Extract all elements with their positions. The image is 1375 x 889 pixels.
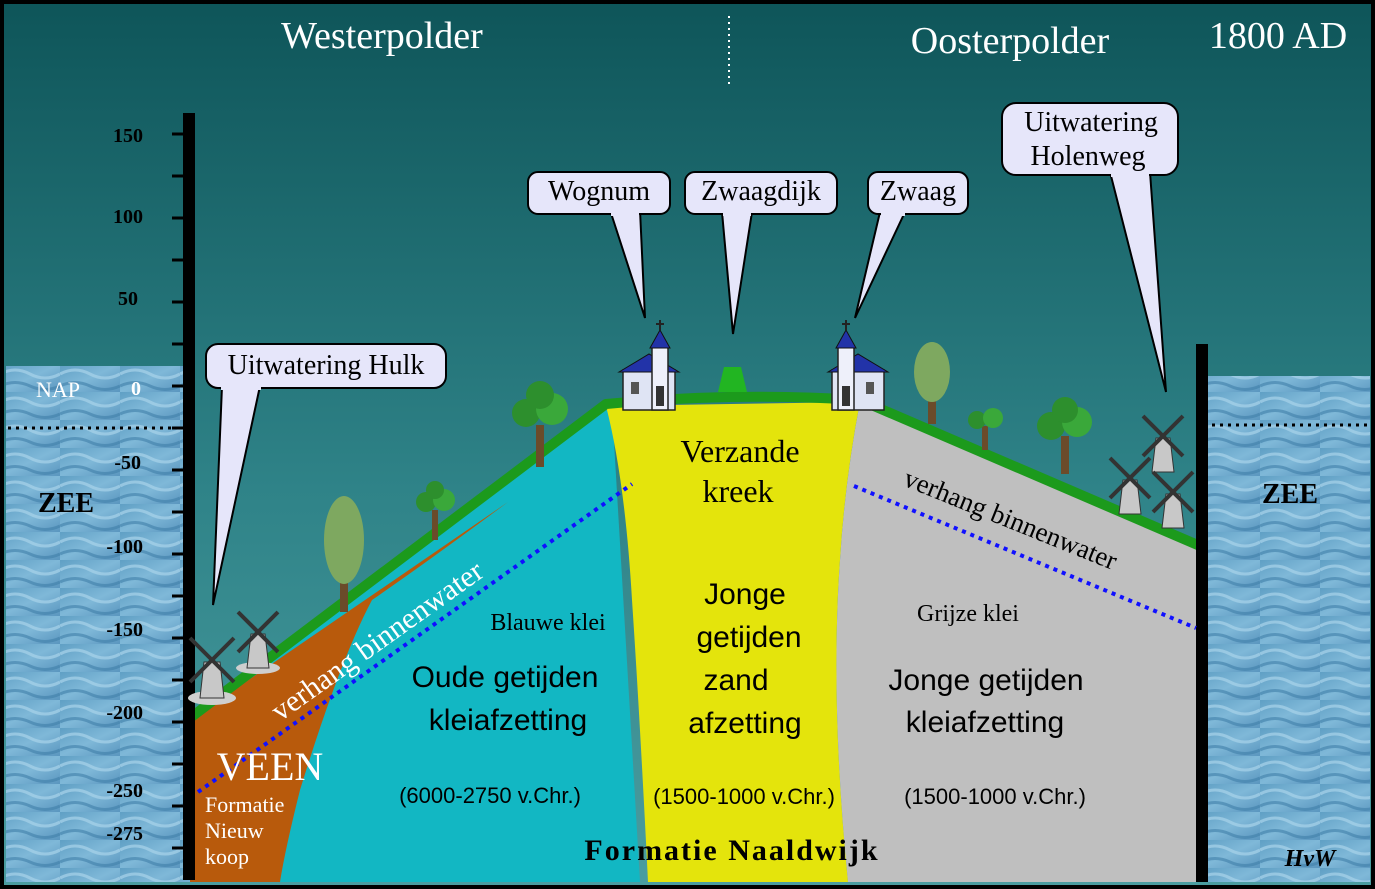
- sea-label-right: ZEE: [1262, 479, 1318, 510]
- blauwe-klei-label: Blauwe klei: [490, 610, 606, 636]
- zand-line-1: Jonge: [704, 578, 786, 611]
- callout-zwaagdijk-text: Zwaagdijk: [701, 176, 821, 207]
- oude-period: (6000-2750 v.Chr.): [399, 783, 581, 808]
- jonge-line-2: kleiafzetting: [906, 706, 1064, 739]
- axis-tick-labels: 150 100 50 0 -50 -100 -150 -200 -250 -27…: [106, 125, 143, 845]
- zand-line-3: zand: [703, 664, 768, 697]
- layer-zand: [606, 402, 860, 882]
- sea-label-left: ZEE: [38, 488, 94, 519]
- sea-left: [6, 366, 190, 882]
- callout-wognum: Wognum: [527, 171, 671, 319]
- tick-label: -275: [106, 823, 143, 845]
- title-oosterpolder: Oosterpolder: [911, 20, 1110, 62]
- callout-hulk-text: Uitwatering Hulk: [228, 350, 425, 381]
- zand-period: (1500-1000 v.Chr.): [653, 784, 835, 809]
- jonge-period: (1500-1000 v.Chr.): [904, 784, 1086, 809]
- jonge-line-1: Jonge getijden: [888, 664, 1083, 697]
- tick-label: 50: [118, 288, 138, 310]
- zand-line-2: getijden: [696, 621, 801, 654]
- sea-right: [1208, 376, 1370, 882]
- nap-label: NAP: [36, 377, 80, 402]
- callout-wognum-text: Wognum: [548, 176, 650, 207]
- church-zwaag-icon: [826, 320, 890, 411]
- zand-line-4: afzetting: [688, 707, 801, 740]
- windmill-icon: [1108, 456, 1152, 515]
- veen-title: VEEN: [217, 744, 324, 789]
- title-westerpolder: Westerpolder: [281, 15, 483, 57]
- kreek-line-2: kreek: [702, 473, 773, 509]
- church-wognum-icon: [617, 320, 681, 411]
- era-label: 1800 AD: [1209, 15, 1347, 57]
- tree-icon: [512, 381, 568, 467]
- axis-ticks: [172, 132, 184, 850]
- callout-holenweg-line2: Holenweg: [1030, 141, 1145, 172]
- layer-grijze-klei: [836, 402, 1200, 882]
- veen-sub-2: Nieuw: [205, 818, 264, 843]
- layer-veen: [190, 502, 508, 882]
- right-wall: [1196, 344, 1208, 882]
- tick-label: 150: [113, 125, 143, 147]
- tick-label: -150: [106, 619, 143, 641]
- tick-label: 0: [131, 378, 141, 400]
- dike-zwaagdijk: [718, 367, 747, 392]
- windmill-icon: [236, 610, 280, 674]
- tick-label: -200: [106, 702, 143, 724]
- oude-line-1: Oude getijden: [412, 661, 599, 694]
- kreek-line-1: Verzande: [680, 433, 799, 469]
- windmill-icon: [188, 636, 236, 705]
- water-gradient-right: [853, 484, 1197, 630]
- axis-bar: [183, 113, 195, 880]
- tree-icon: [1037, 397, 1092, 474]
- formatie-naaldwijk-label: Formatie Naaldwijk: [584, 834, 879, 867]
- veen-sub-1: Formatie: [205, 792, 284, 817]
- tick-label: -250: [106, 780, 143, 802]
- tree-icon: [968, 408, 1003, 450]
- windmill-icon: [1151, 470, 1195, 529]
- callout-holenweg-line1: Uitwatering: [1024, 107, 1158, 138]
- tree-icon: [914, 342, 950, 424]
- tick-label: -50: [114, 452, 141, 474]
- callout-zwaag-text: Zwaag: [880, 176, 956, 207]
- windmill-icon: [1141, 414, 1185, 473]
- tree-icon: [416, 481, 455, 540]
- callout-zwaag: Zwaag: [854, 171, 969, 319]
- oude-line-2: kleiafzetting: [429, 704, 587, 737]
- grijze-klei-label: Grijze klei: [917, 601, 1019, 627]
- signature: HvW: [1284, 846, 1337, 872]
- tick-label: 100: [113, 206, 143, 228]
- tree-icon: [324, 496, 364, 612]
- callout-holenweg: Uitwatering Holenweg: [1001, 102, 1179, 393]
- water-gradient-left: [196, 482, 634, 794]
- veen-sub-3: koop: [205, 844, 249, 869]
- callout-hulk: Uitwatering Hulk: [205, 343, 447, 606]
- tick-label: -100: [106, 536, 143, 558]
- callout-zwaagdijk: Zwaagdijk: [684, 171, 838, 335]
